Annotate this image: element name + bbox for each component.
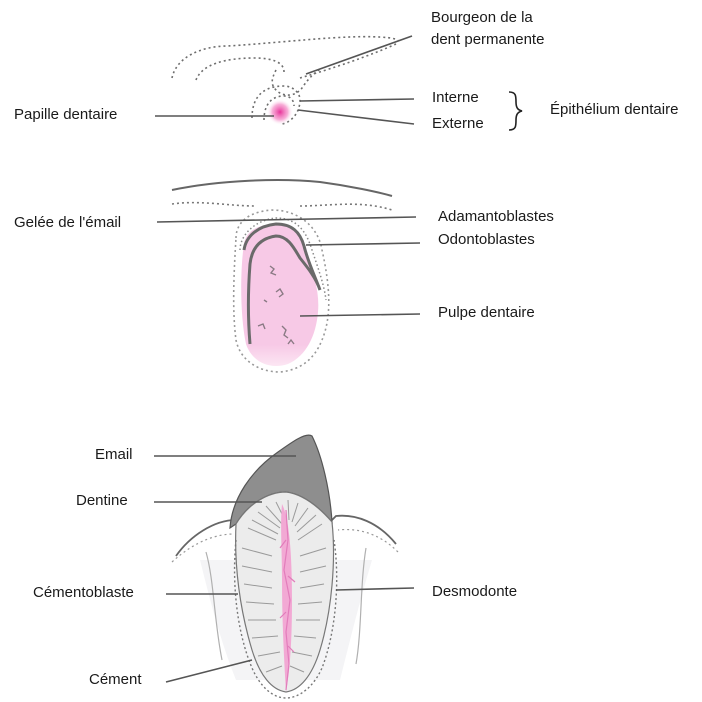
label-cementoblaste: Cémentoblaste xyxy=(33,584,134,602)
label-email: Email xyxy=(95,446,133,464)
label-desmodonte: Desmodonte xyxy=(432,583,517,601)
label-epithelium-dentaire: Épithélium dentaire xyxy=(550,101,678,119)
label-odontoblastes: Odontoblastes xyxy=(438,231,535,249)
label-externe: Externe xyxy=(432,115,484,133)
label-gelee-email: Gelée de l'émail xyxy=(14,214,121,232)
label-adamantoblastes: Adamantoblastes xyxy=(438,208,554,226)
dental-papilla-dot xyxy=(267,99,293,125)
label-dentine: Dentine xyxy=(76,492,128,510)
bell-stage-drawing xyxy=(172,180,392,372)
label-bourgeon-dent-permanente: Bourgeon de la dent permanente xyxy=(431,7,561,51)
tooth-drawing xyxy=(172,435,398,698)
label-papille-dentaire: Papille dentaire xyxy=(14,106,117,124)
label-interne: Interne xyxy=(432,89,479,107)
label-cement: Cément xyxy=(89,671,142,689)
label-pulpe-dentaire: Pulpe dentaire xyxy=(438,304,535,322)
brace-icon xyxy=(509,92,522,130)
